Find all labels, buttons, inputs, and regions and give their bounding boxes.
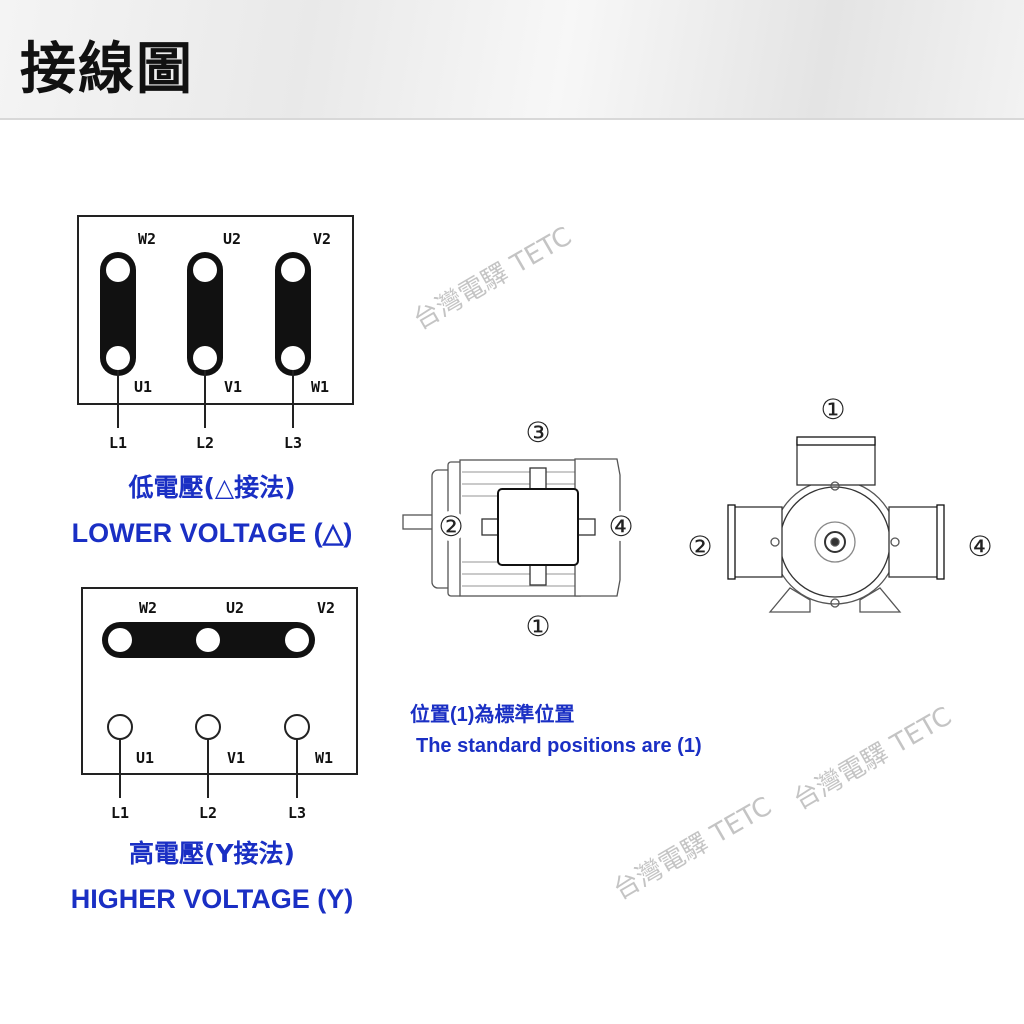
- link-bars: [100, 252, 311, 376]
- terminal-label: V2: [313, 230, 331, 248]
- star-terminal-box: W2 U2 V2 U1 V1 W1 L1 L2 L3: [81, 587, 358, 822]
- header-banner: 接線圖: [0, 0, 1024, 120]
- watermark: 台灣電驛 TETC: [789, 702, 957, 817]
- line-label: L1: [109, 434, 127, 452]
- motor-side-view: [402, 458, 621, 597]
- terminal-label: W1: [315, 749, 333, 767]
- delta-title-cn: 低電壓(△接法): [127, 473, 295, 502]
- terminal-label: V1: [227, 749, 245, 767]
- side-position-1-label: ①: [525, 610, 550, 643]
- star-title-en: HIGHER VOLTAGE (Y): [71, 884, 354, 914]
- terminal-label: W2: [139, 599, 157, 617]
- line-label: L1: [111, 804, 129, 822]
- standard-position-note-cn: 位置(1)為標準位置: [410, 702, 574, 726]
- page-title: 接線圖: [20, 37, 194, 102]
- terminal-label: U1: [136, 749, 154, 767]
- terminal-label: W1: [311, 378, 329, 396]
- front-position-1-label: ①: [820, 393, 845, 426]
- line-label: L3: [288, 804, 306, 822]
- front-view-position-labels: ① ② ④: [687, 393, 992, 563]
- terminal-label: W2: [138, 230, 156, 248]
- line-label: L2: [196, 434, 214, 452]
- motor-front-view: [727, 436, 945, 613]
- side-position-3-label: ③: [525, 416, 550, 449]
- terminal-label: U2: [223, 230, 241, 248]
- side-position-4-label: ④: [608, 510, 633, 543]
- line-label: L2: [199, 804, 217, 822]
- terminal-label: V1: [224, 378, 242, 396]
- side-view-position-labels: ③ ② ④ ①: [436, 416, 636, 643]
- star-title-cn: 高電壓(Y接法): [129, 839, 295, 868]
- front-position-2-label: ②: [687, 530, 712, 563]
- terminal-label: V2: [317, 599, 335, 617]
- line-label: L3: [284, 434, 302, 452]
- delta-terminal-box: W2 U2 V2 U1 V1 W1 L1 L2 L3: [77, 215, 354, 452]
- terminal-label: U2: [226, 599, 244, 617]
- side-position-2-label: ②: [438, 510, 463, 543]
- front-position-4-label: ④: [967, 530, 992, 563]
- watermark: 台灣電驛 TETC: [609, 792, 777, 907]
- terminal-label: U1: [134, 378, 152, 396]
- delta-title-en: LOWER VOLTAGE (△): [72, 518, 353, 548]
- standard-position-note-en: The standard positions are (1): [416, 735, 702, 757]
- watermark: 台灣電驛 TETC: [409, 222, 577, 337]
